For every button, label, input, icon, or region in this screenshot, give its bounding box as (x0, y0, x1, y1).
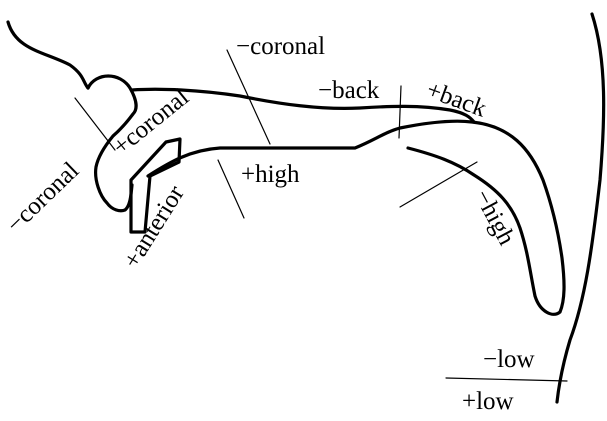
label-minus-back: −back (318, 77, 380, 104)
label-plus-back: +back (423, 76, 490, 123)
divider-high-diagonal (400, 162, 477, 207)
label-minus-coronal-top: −coronal (236, 33, 325, 60)
label-minus-coronal-left: −coronal (1, 157, 84, 238)
label-plus-low: +low (462, 388, 514, 415)
label-plus-anterior: +anterior (118, 180, 190, 273)
divider-coronal-vertical (227, 50, 270, 144)
label-plus-high: +high (241, 161, 300, 188)
label-minus-low: −low (483, 346, 535, 373)
divider-low-horizontal (446, 378, 567, 381)
label-minus-high: −high (469, 185, 521, 250)
pharynx-wall-outline (557, 14, 604, 402)
divider-back-vertical (399, 86, 401, 138)
face-profile-outline (8, 22, 88, 88)
